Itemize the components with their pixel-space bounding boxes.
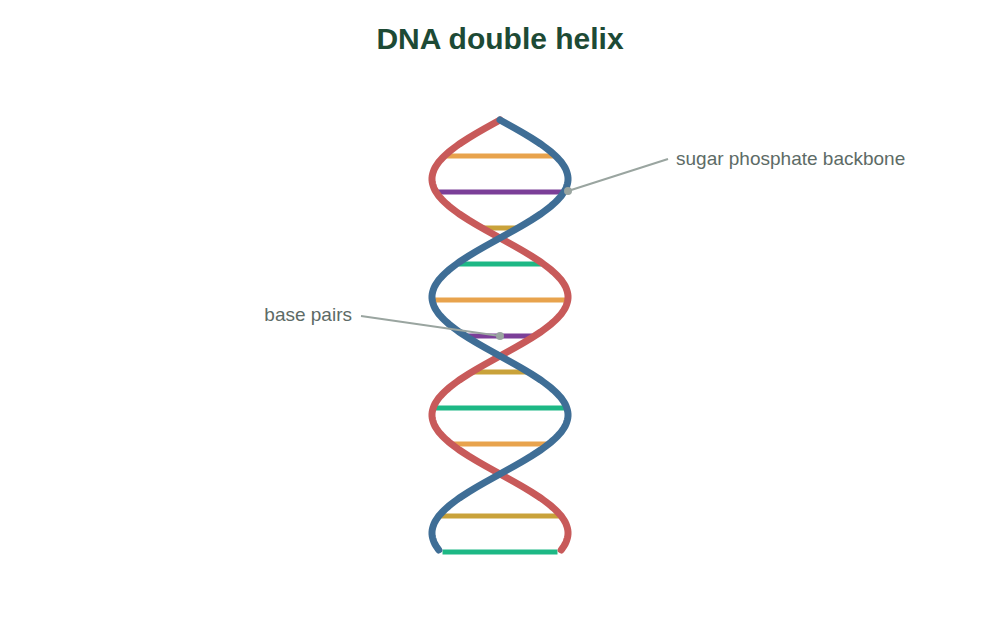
leader-line (361, 316, 500, 336)
backbone-strand (432, 120, 568, 550)
base-pair (441, 514, 559, 519)
leader-dot (496, 332, 504, 340)
base-pair (474, 370, 526, 375)
callout-label: sugar phosphate backbone (676, 148, 905, 170)
base-pair (438, 190, 562, 195)
backbone-strand (432, 120, 568, 550)
base-pair (446, 154, 553, 159)
base-pair (434, 298, 566, 303)
leader-line (568, 159, 668, 191)
callout-label: base pairs (264, 304, 352, 326)
diagram-title: DNA double helix (0, 22, 1000, 56)
base-pair (459, 262, 542, 267)
leader-dot (564, 187, 572, 195)
base-pair (443, 550, 558, 555)
base-pair (453, 442, 546, 447)
base-pair (435, 406, 565, 411)
